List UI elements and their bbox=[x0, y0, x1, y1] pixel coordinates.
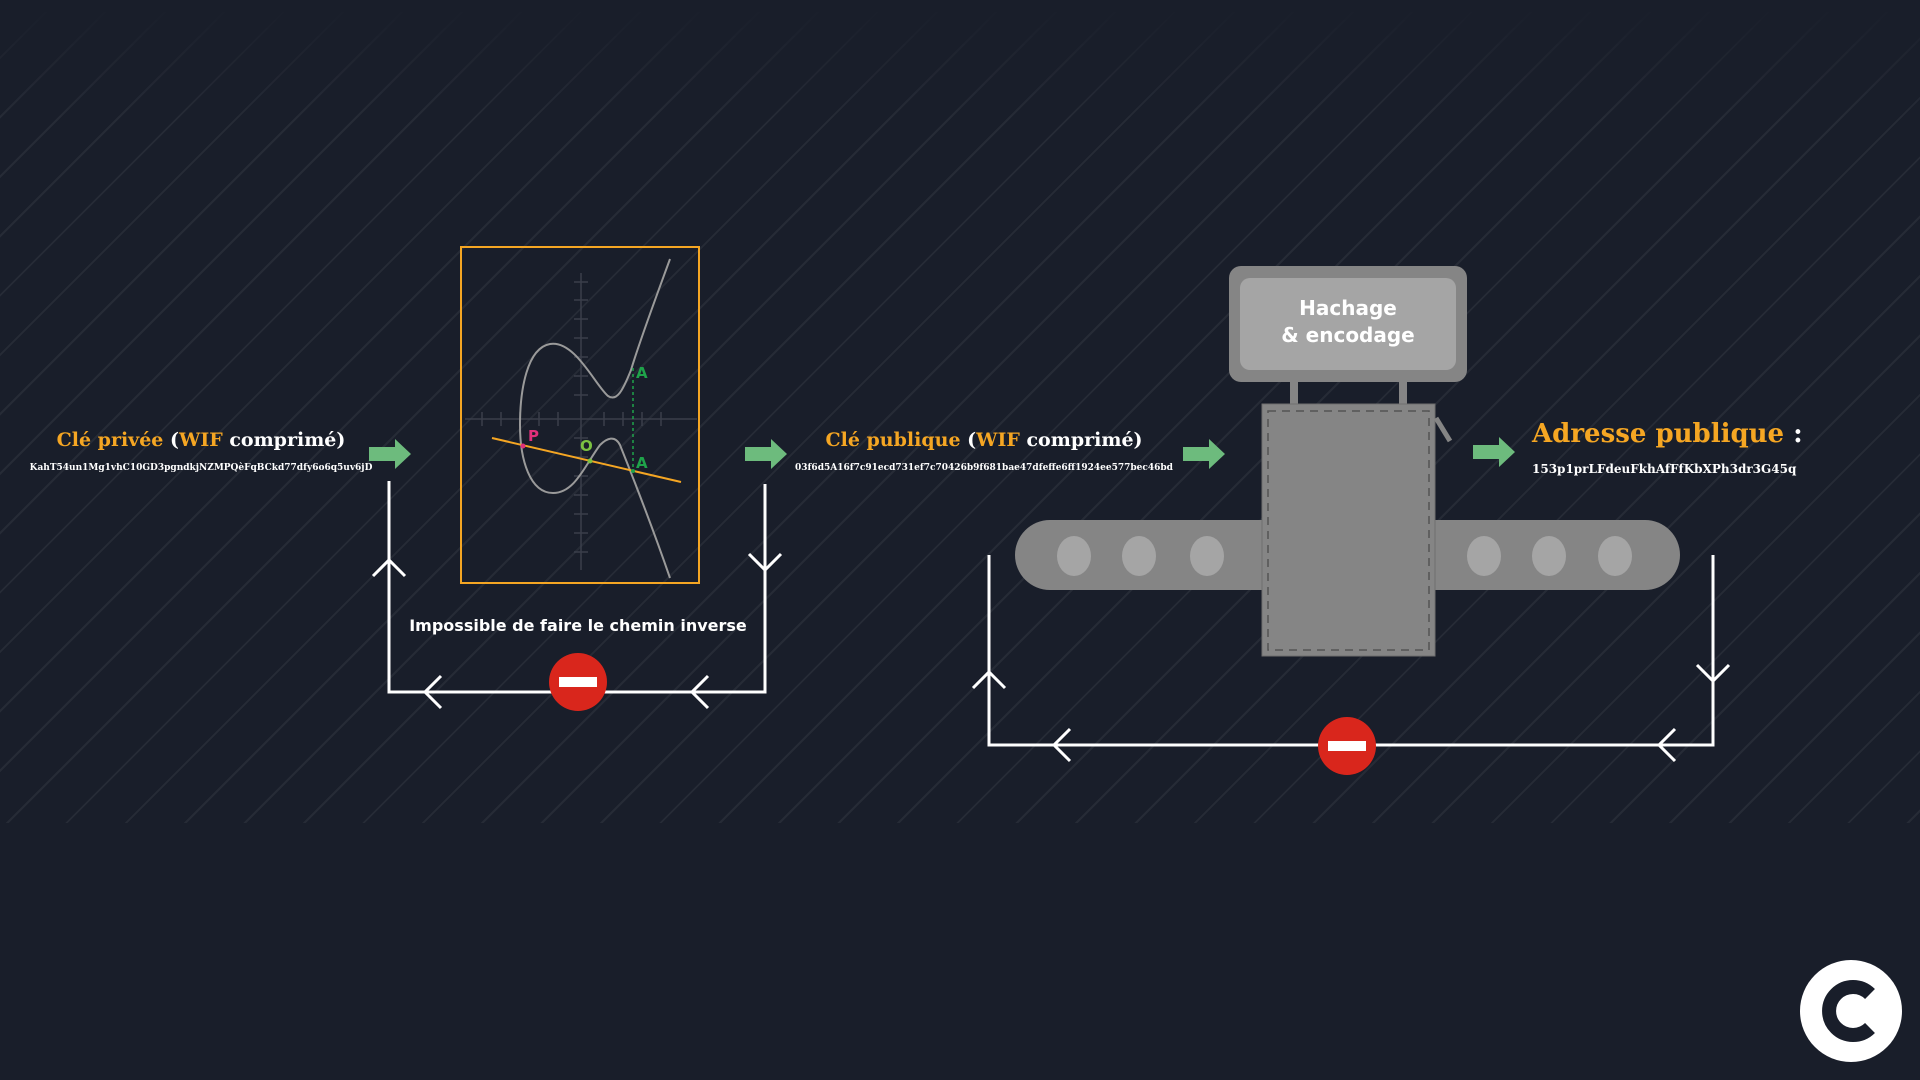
inverse-impossible-note: Impossible de faire le chemin inverse bbox=[409, 616, 747, 635]
machine-body bbox=[1261, 403, 1436, 657]
public-key-value: 03f6d5A16f7c91ecd731ef7c70426b9f681bae47… bbox=[795, 463, 1173, 473]
private-key-label: Clé privée bbox=[56, 429, 164, 451]
arrow-right-icon bbox=[745, 439, 787, 469]
compressed-label: comprimé) bbox=[1019, 429, 1143, 451]
point-o bbox=[587, 458, 593, 464]
compressed-label: comprimé) bbox=[222, 429, 346, 451]
wif-label: WIF bbox=[976, 429, 1020, 451]
striped-background bbox=[0, 0, 1920, 823]
flow-arrows bbox=[369, 437, 1515, 469]
stop-sign-icon bbox=[549, 653, 607, 711]
conveyor-rollers bbox=[1057, 536, 1632, 576]
elliptic-curve-diagram: P O A A bbox=[460, 246, 700, 584]
point-p bbox=[520, 443, 526, 449]
curve-frame bbox=[460, 246, 700, 584]
machine-label-line2: & encodage bbox=[1281, 323, 1415, 347]
machine-label-line1: Hachage bbox=[1299, 296, 1397, 320]
arrow-right-icon bbox=[1183, 439, 1225, 469]
public-key-title: Clé publique (WIF comprimé) bbox=[825, 429, 1142, 451]
label-o: O bbox=[580, 437, 593, 455]
wif-label: WIF bbox=[179, 429, 223, 451]
hashing-machine bbox=[1015, 266, 1680, 657]
public-key-label: Clé publique bbox=[825, 429, 961, 451]
machine-label: Hachage & encodage bbox=[1240, 295, 1456, 349]
address-title: Adresse publique : bbox=[1532, 419, 1803, 449]
brand-logo bbox=[1800, 960, 1902, 1062]
label-a-bottom: A bbox=[636, 454, 648, 472]
label-p: P bbox=[528, 427, 539, 445]
colon: : bbox=[1784, 419, 1803, 449]
paren: ( bbox=[163, 429, 180, 451]
address-label: Adresse publique bbox=[1532, 419, 1785, 449]
paren: ( bbox=[960, 429, 977, 451]
axes bbox=[465, 273, 697, 570]
address-value: 153p1prLFdeuFkhAfFfKbXPh3dr3G45q bbox=[1532, 462, 1797, 476]
point-a bbox=[631, 469, 635, 473]
arrow-right-icon bbox=[1473, 437, 1515, 467]
stop-sign-icon bbox=[1318, 717, 1376, 775]
label-a-top: A bbox=[636, 364, 648, 382]
private-key-title: Clé privée (WIF comprimé) bbox=[57, 429, 346, 451]
private-key-value: KahT54un1Mg1vhC10GD3pgndkjNZMPQèFqBCkd77… bbox=[29, 463, 373, 473]
curve-line bbox=[518, 258, 671, 579]
arrow-right-icon bbox=[369, 439, 411, 469]
